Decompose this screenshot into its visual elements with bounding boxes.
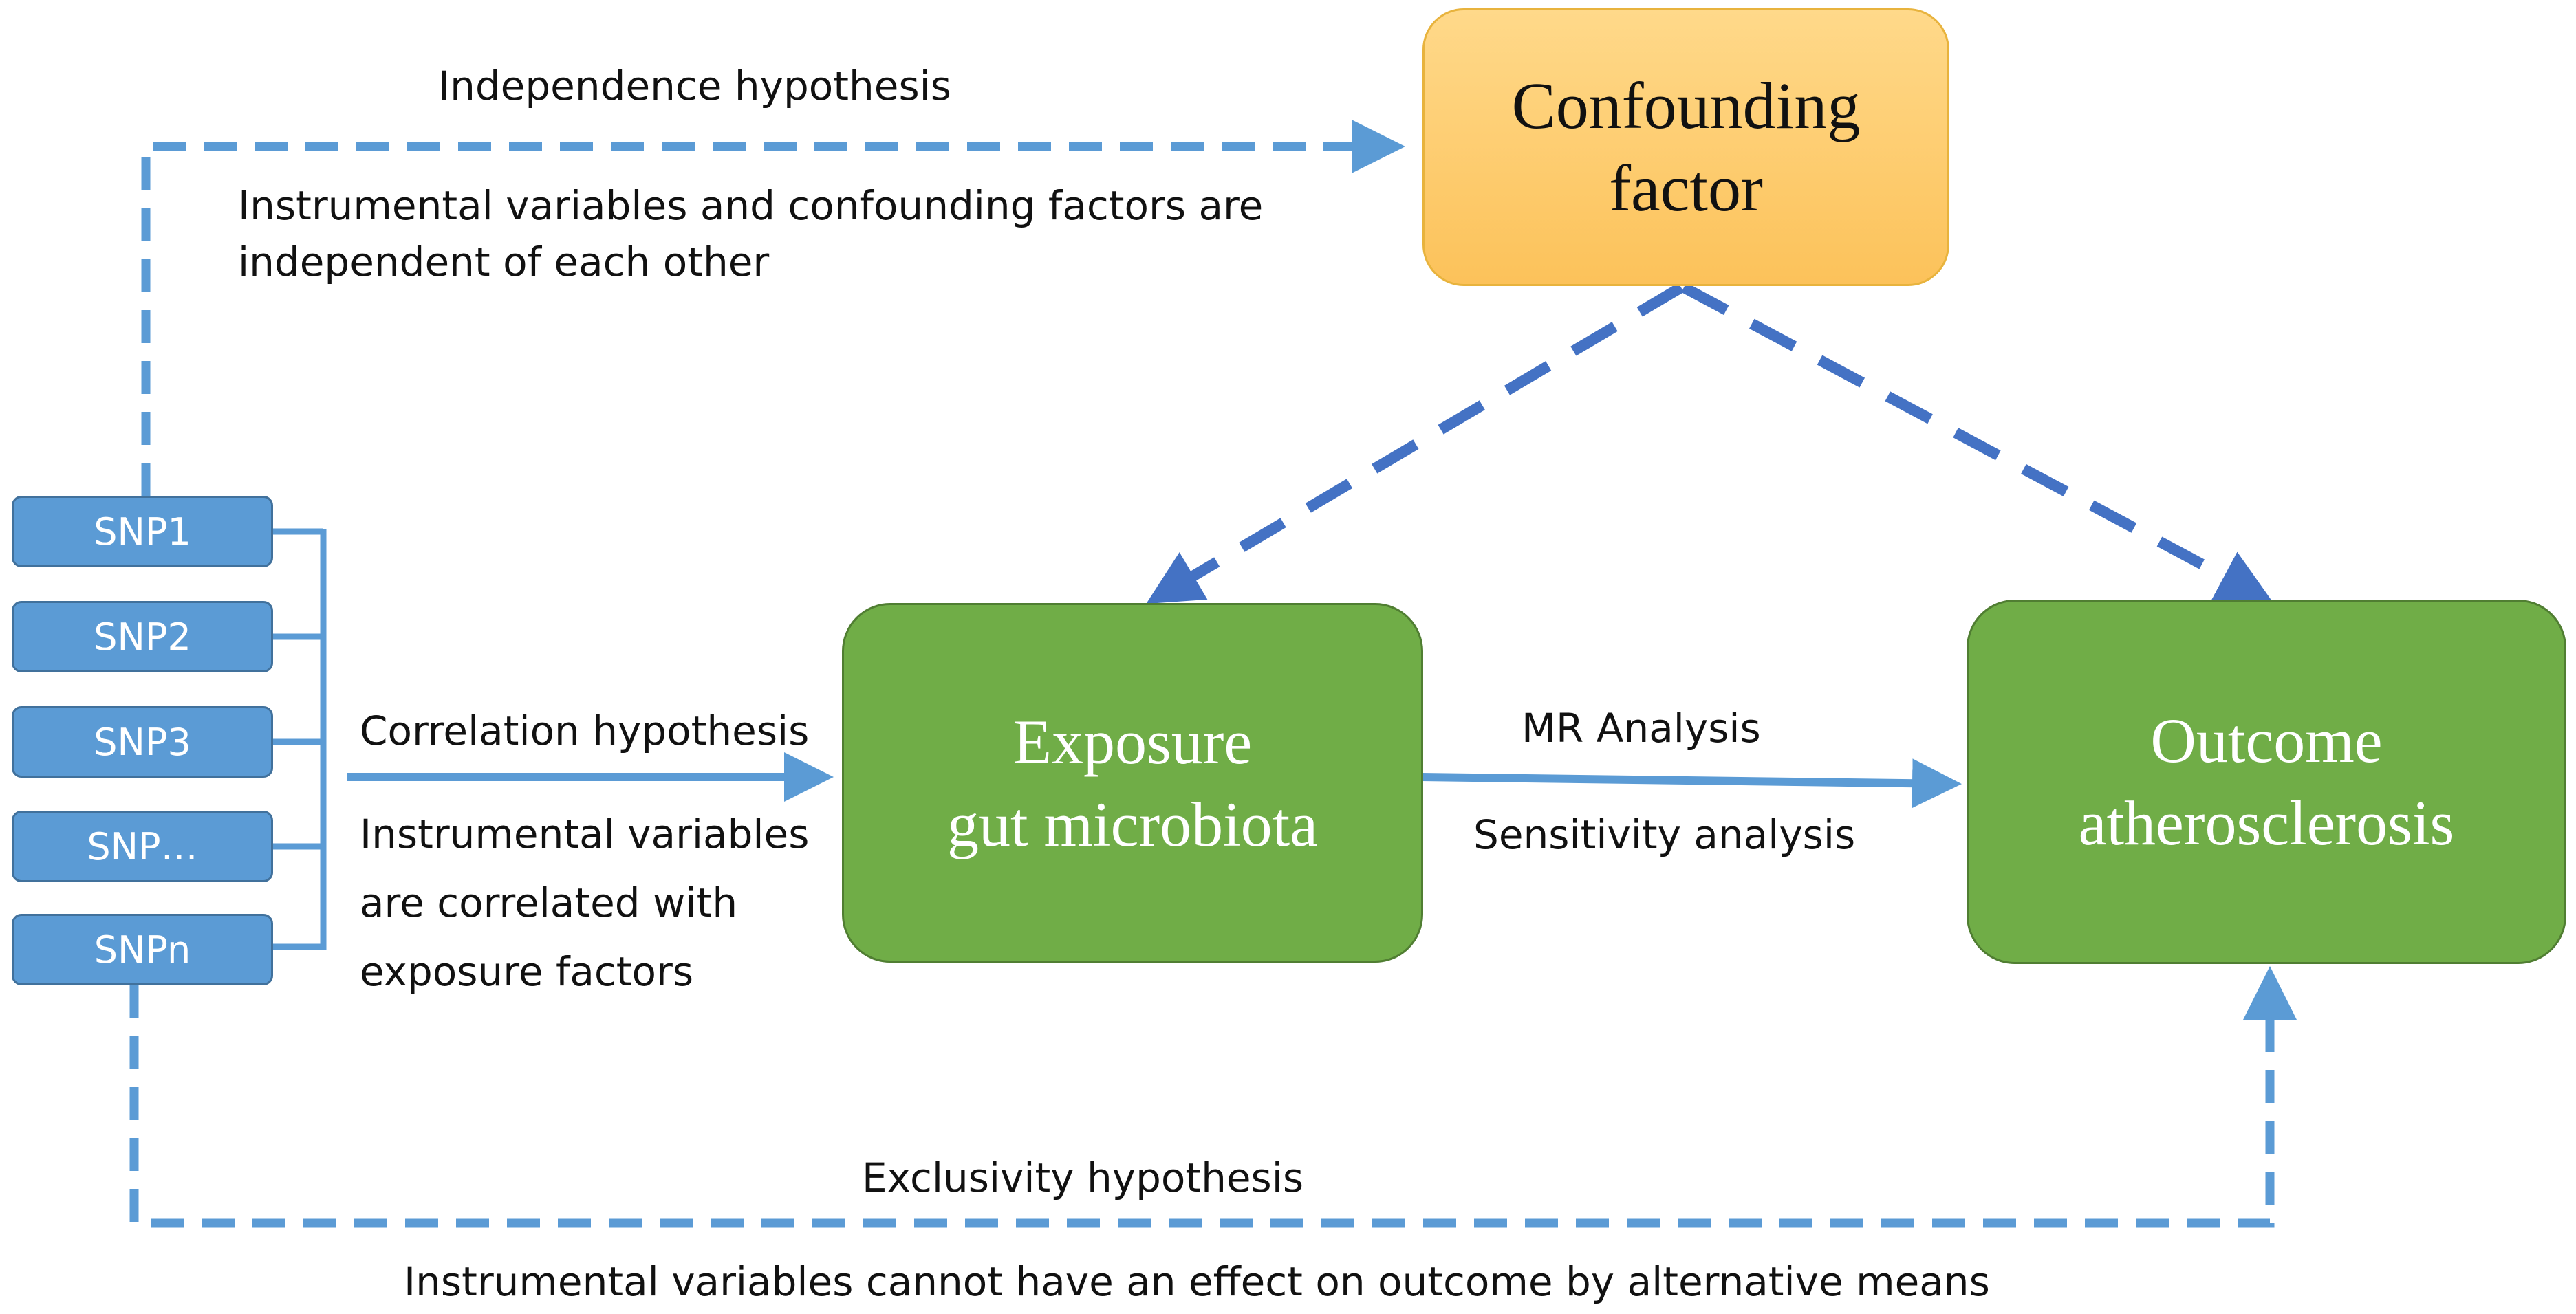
independence-description: Instrumental variables and confounding f… xyxy=(238,182,1264,285)
confounding-factor-node: Confounding factor xyxy=(1422,8,1949,286)
exclusivity-description: Instrumental variables cannot have an ef… xyxy=(404,1258,1990,1305)
independence-title: Independence hypothesis xyxy=(438,63,952,109)
sensitivity-analysis-label: Sensitivity analysis xyxy=(1473,811,1856,858)
exposure-node: Exposure gut microbiota xyxy=(842,603,1423,963)
correlation-title: Correlation hypothesis xyxy=(360,708,810,754)
snp-bracket xyxy=(273,528,327,950)
confounder-to-outcome-arrow xyxy=(1681,282,2273,602)
mr-analysis-label: MR Analysis xyxy=(1522,705,1761,752)
exclusivity-arrow xyxy=(129,966,2297,1228)
exclusivity-title: Exclusivity hypothesis xyxy=(862,1154,1304,1201)
snp-node-ellipsis: SNP… xyxy=(12,811,273,882)
correlation-description: Instrumental variables are correlated wi… xyxy=(360,811,810,995)
mr-analysis-arrow xyxy=(1420,758,1962,809)
independence-arrow xyxy=(141,120,1405,496)
snp-node-1: SNP1 xyxy=(12,496,273,567)
outcome-node: Outcome atherosclerosis xyxy=(1967,600,2566,964)
snp-node-3: SNP3 xyxy=(12,706,273,778)
snp-node-2: SNP2 xyxy=(12,601,273,672)
confounder-to-exposure-arrow xyxy=(1146,283,1685,604)
snp-node-n: SNPn xyxy=(12,914,273,985)
